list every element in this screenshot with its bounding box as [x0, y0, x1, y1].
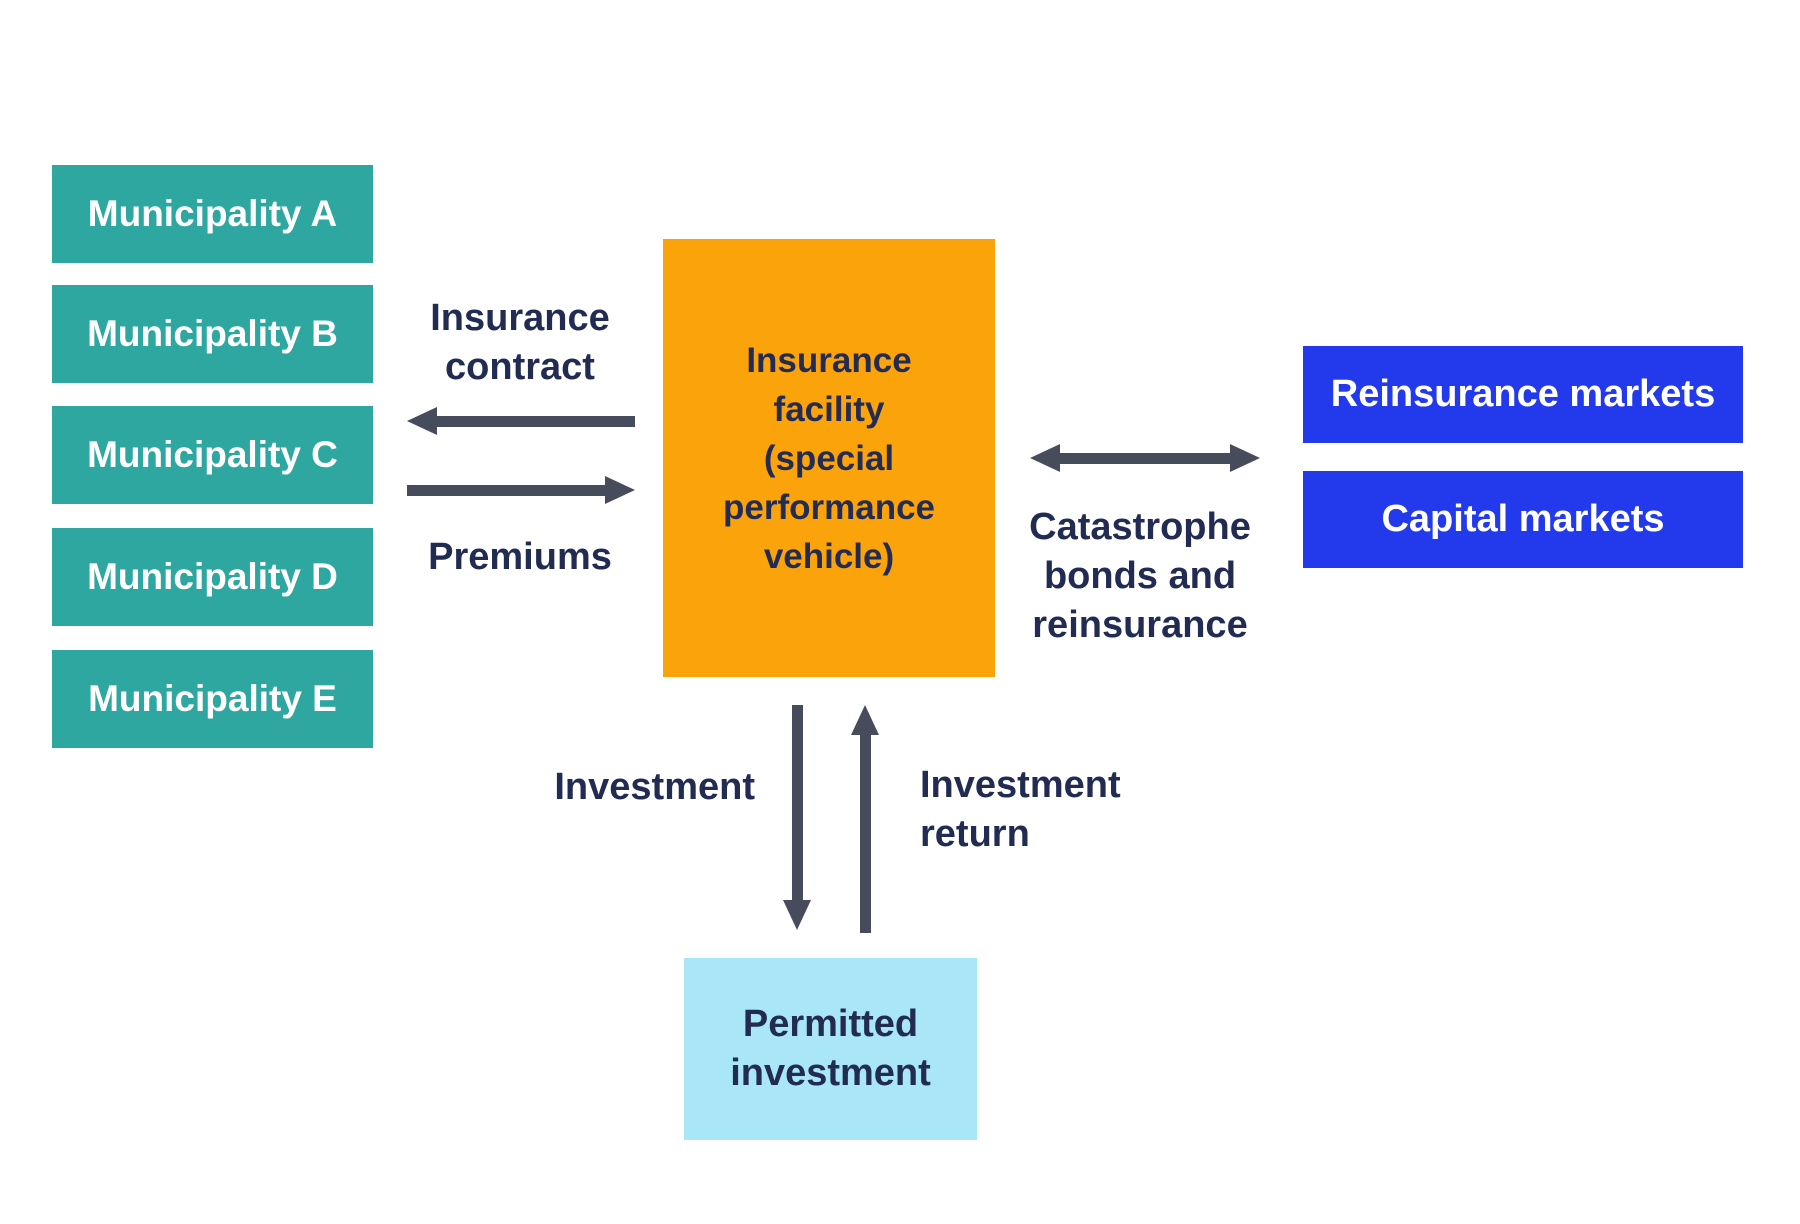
municipality-d-box: Municipality D: [52, 528, 373, 626]
investment-return-label: Investment return: [920, 764, 1121, 855]
insurance-contract-label: Insurance contract: [430, 297, 610, 388]
municipality-b-box: Municipality B: [52, 285, 373, 383]
insurance-facility-box: Insurance facility (special performance …: [663, 239, 995, 677]
reinsurance-markets-box: Reinsurance markets: [1303, 346, 1743, 443]
investment-label: Investment: [554, 766, 755, 808]
down-arrowhead-icon: [783, 900, 811, 930]
right-arrowhead-icon: [1230, 444, 1260, 472]
investment-return-arrow: [851, 705, 879, 933]
investment-arrow: [783, 705, 811, 930]
premiums-arrow: [407, 476, 635, 504]
municipality-a-box: Municipality A: [52, 165, 373, 263]
arrow-shaft: [791, 705, 803, 900]
left-arrowhead-icon: [1030, 444, 1060, 472]
arrow-shaft: [1060, 452, 1230, 464]
arrow-shaft: [859, 735, 871, 933]
up-arrowhead-icon: [851, 705, 879, 735]
arrow-shaft: [437, 415, 635, 427]
left-arrowhead-icon: [407, 407, 437, 435]
municipality-c-box: Municipality C: [52, 406, 373, 504]
arrow-shaft: [407, 484, 605, 496]
right-arrowhead-icon: [605, 476, 635, 504]
capital-markets-box: Capital markets: [1303, 471, 1743, 568]
insurance-contract-arrow: [407, 407, 635, 435]
catastrophe-bonds-arrow: [1030, 444, 1260, 472]
municipality-e-box: Municipality E: [52, 650, 373, 748]
premiums-label: Premiums: [428, 536, 612, 578]
permitted-investment-box: Permitted investment: [684, 958, 977, 1140]
catastrophe-bonds-label: Catastrophe bonds and reinsurance: [1029, 506, 1251, 646]
